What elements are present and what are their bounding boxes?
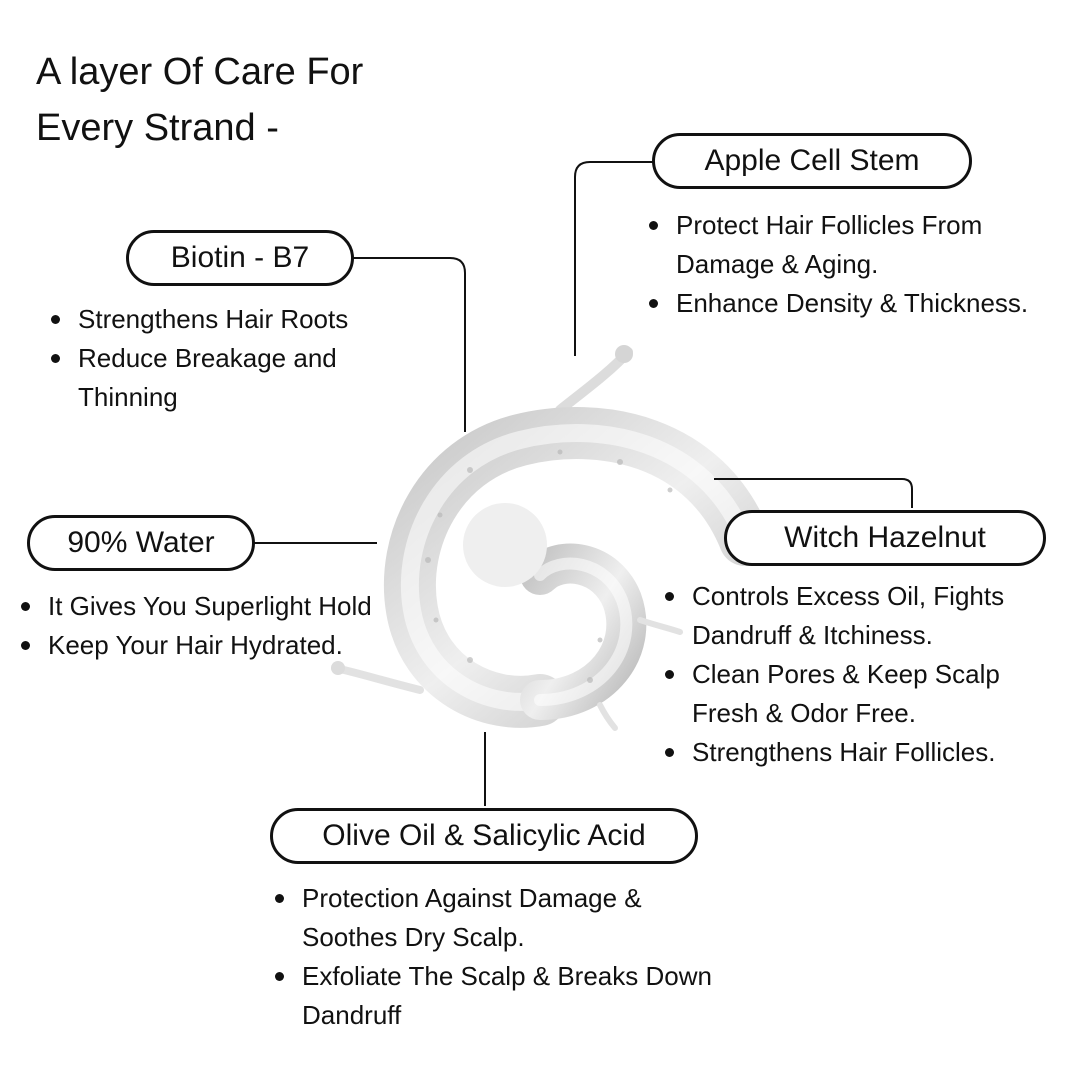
list-item: Strengthens Hair Follicles.: [664, 733, 1070, 772]
apple-connector: [574, 161, 654, 356]
list-item: Protection Against Damage & Soothes Dry …: [274, 879, 714, 957]
title-line-2: Every Strand -: [36, 107, 279, 149]
list-item: Controls Excess Oil, Fights Dandruff & I…: [664, 577, 1070, 655]
title-line-1: A layer Of Care For: [36, 51, 364, 93]
list-item: Strengthens Hair Roots: [50, 300, 420, 339]
olive-oil-salicylic-acid-label: Olive Oil & Salicylic Acid: [270, 808, 698, 864]
apple-cell-stem-benefits: Protect Hair Follicles From Damage & Agi…: [648, 206, 1048, 323]
biotin-b7-label: Biotin - B7: [126, 230, 354, 286]
list-item: It Gives You Superlight Hold: [20, 587, 410, 626]
biotin-b7-benefits: Strengthens Hair Roots Reduce Breakage a…: [50, 300, 420, 417]
list-item: Keep Your Hair Hydrated.: [20, 626, 410, 665]
page-title: A layer Of Care For Every Strand -: [36, 44, 496, 156]
list-item: Reduce Breakage and Thinning: [50, 339, 420, 417]
water-benefits: It Gives You Superlight Hold Keep Your H…: [20, 587, 410, 665]
list-item: Enhance Density & Thickness.: [648, 284, 1048, 323]
olive-oil-salicylic-acid-benefits: Protection Against Damage & Soothes Dry …: [274, 879, 714, 1035]
list-item: Exfoliate The Scalp & Breaks Down Dandru…: [274, 957, 714, 1035]
apple-cell-stem-label: Apple Cell Stem: [652, 133, 972, 189]
witch-hazelnut-benefits: Controls Excess Oil, Fights Dandruff & I…: [664, 577, 1070, 772]
list-item: Clean Pores & Keep Scalp Fresh & Odor Fr…: [664, 655, 1070, 733]
water-label: 90% Water: [27, 515, 255, 571]
biotin-connector: [352, 257, 466, 432]
witch-connector: [714, 478, 913, 508]
witch-hazelnut-label: Witch Hazelnut: [724, 510, 1046, 566]
list-item: Protect Hair Follicles From Damage & Agi…: [648, 206, 1048, 284]
